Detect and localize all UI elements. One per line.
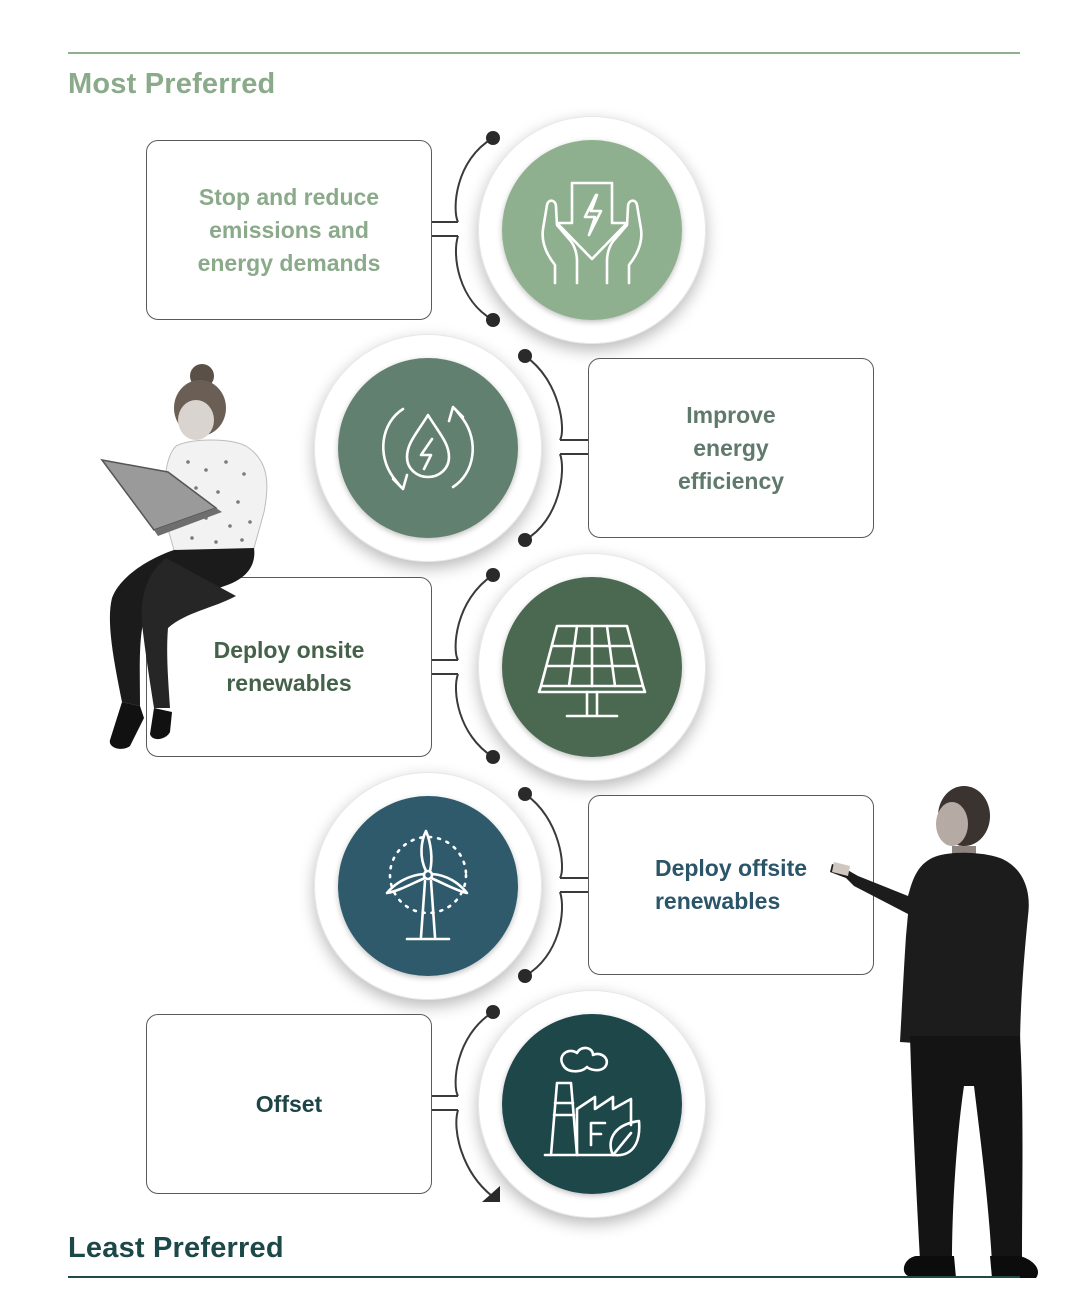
step-ring [478, 553, 706, 781]
step-label: Stop and reduce emissions and energy dem… [197, 183, 381, 276]
step-ring [314, 334, 542, 562]
hands-energy-arrow-icon [541, 181, 643, 285]
step-label: Improve energy efficiency [677, 401, 785, 494]
step-ring [478, 116, 706, 344]
recycle-drop-icon [381, 405, 475, 491]
wind-turbine-icon [385, 829, 469, 941]
factory-leaf-icon [543, 1046, 641, 1157]
step-box-reduce-emissions: Stop and reduce emissions and energy dem… [146, 140, 432, 320]
step-disc [502, 1014, 682, 1194]
least-preferred-heading: Least Preferred [68, 1232, 284, 1264]
bottom-divider [68, 1276, 1020, 1278]
step-box-offsite-renewables: Deploy offsite renewables [588, 795, 874, 975]
step-ring [478, 990, 706, 1218]
step-ring [314, 772, 542, 1000]
step-disc [338, 358, 518, 538]
woman-with-laptop-icon [100, 364, 268, 749]
step-disc [502, 140, 682, 320]
step-disc [502, 577, 682, 757]
step-box-offset: Offset [146, 1014, 432, 1194]
top-divider [68, 52, 1020, 54]
most-preferred-heading: Most Preferred [68, 68, 276, 100]
step-box-energy-efficiency: Improve energy efficiency [588, 358, 874, 538]
step-label: Deploy onsite renewables [213, 637, 365, 696]
solar-panel-icon [537, 624, 647, 718]
step-label: Deploy offsite renewables [654, 855, 808, 914]
step-disc [338, 796, 518, 976]
man-in-suit-pointing-icon [830, 786, 1039, 1278]
step-label: Offset [255, 1090, 323, 1117]
